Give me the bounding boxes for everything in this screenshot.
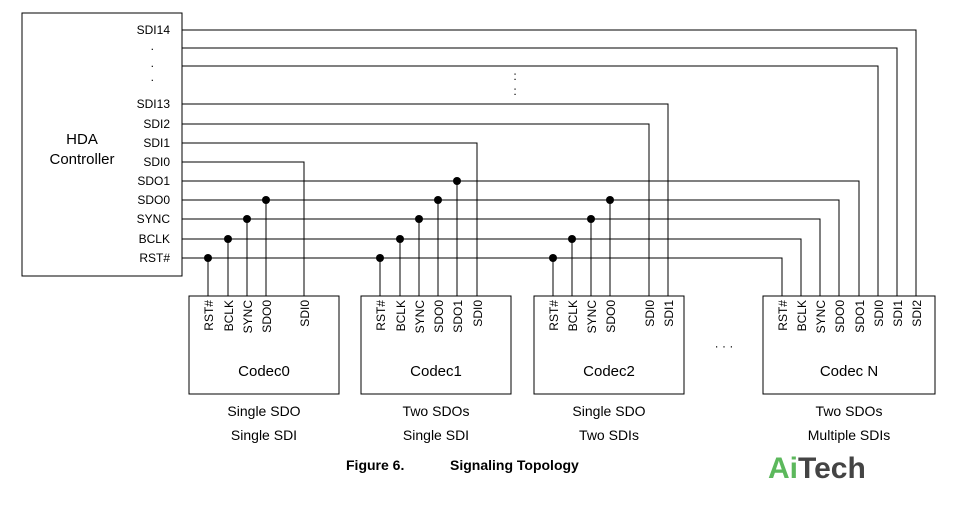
codec0-box	[188, 295, 340, 395]
controller-pin-label: SDI2	[143, 117, 170, 131]
codecN-pin-label: SDI1	[891, 300, 905, 327]
junction-dot	[376, 254, 384, 262]
codec2-pin-label: SYNC	[585, 300, 599, 334]
figure-title: Signaling Topology	[450, 457, 579, 473]
controller-pin-label: SYNC	[137, 212, 171, 226]
sync-line	[182, 218, 821, 296]
codec0-desc-line1: Single SDO	[227, 403, 300, 419]
codecN-pin-label: SDO0	[833, 300, 847, 333]
codec1-box	[360, 295, 512, 395]
codec2-label: Codec2	[583, 363, 635, 380]
sdi14-line	[182, 29, 917, 296]
junction-dot	[224, 235, 232, 243]
codec2-pin-label: RST#	[547, 300, 561, 331]
codecN-pin-label: SDO1	[853, 300, 867, 333]
codecN-pin-label: BCLK	[795, 300, 809, 331]
controller-pin-label: SDI13	[137, 97, 171, 111]
junction-dot	[262, 196, 270, 204]
sdi1-line	[182, 142, 478, 296]
controller-pin-label: BCLK	[139, 232, 170, 246]
codec0-pin-label: RST#	[202, 300, 216, 331]
codec0-pin-label: SYNC	[241, 300, 255, 334]
junction-dot	[434, 196, 442, 204]
controller-pin-label: .	[151, 70, 154, 84]
sdi13-line	[182, 103, 669, 296]
codec1-desc-line1: Two SDOs	[403, 403, 470, 419]
controller-pin-label: SDO0	[137, 193, 170, 207]
codec2-desc-line1: Single SDO	[572, 403, 645, 419]
controller-pin-label: SDI14	[137, 23, 171, 37]
rst-line	[182, 257, 783, 296]
codecN-desc-line2: Multiple SDIs	[808, 427, 890, 443]
aitech-logo: AiTech	[768, 452, 866, 485]
sdi2-line	[182, 123, 650, 296]
codecN-pin-label: SDI0	[872, 300, 886, 327]
codec1-pin-label: SDO1	[451, 300, 465, 333]
codec1-pin-label: SDO0	[432, 300, 446, 333]
junction-dot	[453, 177, 461, 185]
controller-title-line2: Controller	[49, 151, 114, 168]
codec0-pin-label: SDI0	[298, 300, 312, 327]
codecN-box	[762, 295, 936, 395]
codec1-pin-label: SDI0	[471, 300, 485, 327]
codec2-pin-label: SDI0	[643, 300, 657, 327]
codecN-pin-label: SYNC	[814, 300, 828, 334]
codec0-desc-line2: Single SDI	[231, 427, 297, 443]
controller-title-line1: HDA	[66, 131, 98, 148]
codecN-desc-line1: Two SDOs	[816, 403, 883, 419]
sdi0-line	[182, 161, 305, 296]
controller-pin-label: .	[151, 39, 154, 53]
bclk-line	[182, 238, 802, 296]
vertical-ellipsis: :	[513, 69, 516, 83]
sdo1-line	[182, 180, 860, 296]
junction-dot	[243, 215, 251, 223]
horizontal-ellipsis: · · ·	[715, 339, 734, 353]
figure-number: Figure 6.	[346, 457, 404, 473]
codec2-pin-label: BCLK	[566, 300, 580, 331]
codec2-desc-line2: Two SDIs	[579, 427, 639, 443]
codec2-box	[533, 295, 685, 395]
codec0-pin-label: BCLK	[222, 300, 236, 331]
controller-pin-label: .	[151, 56, 154, 70]
codec0-label: Codec0	[238, 363, 290, 380]
dot-line-1	[182, 47, 898, 296]
junction-dot	[415, 215, 423, 223]
junction-dot	[204, 254, 212, 262]
codec1-desc-line2: Single SDI	[403, 427, 469, 443]
junction-dot	[549, 254, 557, 262]
sdo0-line	[182, 199, 840, 296]
junction-dot	[396, 235, 404, 243]
junction-dot	[587, 215, 595, 223]
vertical-ellipsis: :	[513, 84, 516, 98]
codecN-label: Codec N	[820, 363, 878, 380]
codec1-label: Codec1	[410, 363, 462, 380]
dot-line-2	[182, 65, 879, 296]
junction-dot	[606, 196, 614, 204]
codec0-pin-label: SDO0	[260, 300, 274, 333]
controller-pin-label: SDO1	[137, 174, 170, 188]
logo-part-ai: Ai	[768, 452, 798, 485]
controller-pin-label: SDI0	[143, 155, 170, 169]
controller-pin-label: RST#	[139, 251, 170, 265]
logo-part-tech: Tech	[798, 452, 866, 485]
junction-dot	[568, 235, 576, 243]
codec2-pin-label: SDI1	[662, 300, 676, 327]
controller-pin-label: SDI1	[143, 136, 170, 150]
codecN-pin-label: SDI2	[910, 300, 924, 327]
hda-controller-box	[21, 12, 183, 277]
codec2-pin-label: SDO0	[604, 300, 618, 333]
codec1-pin-label: BCLK	[394, 300, 408, 331]
codec1-pin-label: SYNC	[413, 300, 427, 334]
codec1-pin-label: RST#	[374, 300, 388, 331]
codecN-pin-label: RST#	[776, 300, 790, 331]
